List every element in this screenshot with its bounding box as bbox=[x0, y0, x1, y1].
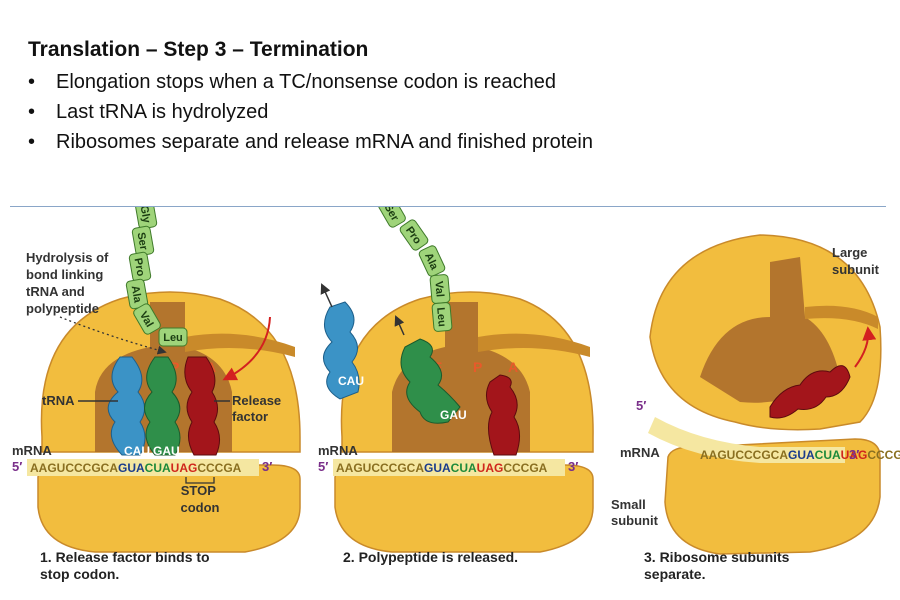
five-prime-label: 5′ bbox=[12, 459, 22, 474]
bullet-dot: • bbox=[28, 131, 36, 153]
five-prime-label: 5′ bbox=[318, 459, 328, 474]
release-factor-exit-arrow bbox=[854, 326, 877, 368]
mrna-label: mRNA bbox=[12, 443, 52, 458]
release-factor bbox=[184, 356, 220, 456]
svg-text:Ala: Ala bbox=[129, 285, 144, 305]
bullet-text: Last tRNA is hydrolyzed bbox=[56, 101, 269, 123]
release-factor-leaving bbox=[769, 365, 851, 419]
amino-acid: Pro bbox=[128, 251, 152, 283]
amino-acid: Leu bbox=[158, 327, 188, 347]
bullet-text: Ribosomes separate and release mRNA and … bbox=[56, 131, 593, 153]
amino-acid: Val bbox=[429, 274, 451, 304]
svg-text:Ser: Ser bbox=[135, 231, 150, 251]
amino-acid: Pro bbox=[399, 219, 429, 251]
mrna-strand bbox=[27, 459, 259, 476]
trna-exit-arrow bbox=[320, 283, 333, 308]
svg-text:Val: Val bbox=[432, 281, 445, 298]
release-factor bbox=[486, 374, 520, 456]
release-factor-label: Release factor bbox=[232, 393, 285, 424]
mrna-sequence: AAGUCCCGCAGUACUAUAGCCCGA bbox=[700, 448, 900, 462]
trna-green-leaving bbox=[400, 338, 461, 424]
caption-1: 1. Release factor binds to stop codon. bbox=[40, 549, 214, 582]
three-prime-label: 3′ bbox=[849, 447, 859, 462]
anticodon-cau: CAU bbox=[338, 374, 364, 388]
bullet-item: • Last tRNA is hydrolyzed bbox=[28, 97, 593, 127]
panel-3: 5′ mRNA AAGUCCCGCAGUACUAUAGCCCGA 3′ Larg… bbox=[611, 234, 900, 582]
caption-2: 2. Polypeptide is released. bbox=[343, 549, 518, 565]
ribosome-cavity bbox=[700, 257, 840, 403]
termination-figure: Gly Ser Pro Ala Val Leu bbox=[12, 207, 900, 582]
svg-text:Leu: Leu bbox=[434, 307, 448, 328]
site-p-label: P bbox=[473, 359, 482, 375]
slide-title: Translation – Step 3 – Termination bbox=[28, 38, 369, 61]
small-subunit-label: Small subunit bbox=[611, 497, 659, 528]
bullet-item: • Ribosomes separate and release mRNA and… bbox=[28, 127, 593, 157]
mrna-sequence: AAGUCCCGCAGUACUAUAGCCCGA bbox=[30, 461, 242, 475]
release-factor-arrow bbox=[222, 316, 271, 381]
large-subunit-label: Large subunit bbox=[832, 245, 880, 277]
hydrolysis-pointer bbox=[59, 316, 167, 355]
mrna-strand bbox=[333, 459, 565, 476]
amino-acid: Ala bbox=[418, 245, 446, 277]
trna-e-blue bbox=[107, 356, 146, 456]
mrna-label: mRNA bbox=[318, 443, 358, 458]
mrna-sequence: AAGUCCCGCAGUACUAUAGCCCGA bbox=[336, 461, 548, 475]
amino-acid: Ser bbox=[378, 207, 406, 228]
bullet-item: • Elongation stops when a TC/nonsense cod… bbox=[28, 67, 593, 97]
trna-blue-leaving bbox=[323, 301, 360, 400]
three-prime-label: 3′ bbox=[568, 459, 578, 474]
bullet-text: Elongation stops when a TC/nonsense codo… bbox=[56, 71, 556, 93]
amino-acid: Leu bbox=[431, 302, 453, 332]
svg-text:Leu: Leu bbox=[163, 332, 183, 344]
mrna-label: mRNA bbox=[620, 445, 660, 460]
figure-divider bbox=[10, 206, 886, 207]
site-p-label: P bbox=[170, 359, 179, 375]
svg-text:Pro: Pro bbox=[132, 257, 147, 277]
anticodon-cau: CAU bbox=[124, 444, 150, 458]
released-polypeptide: Ser Pro Ala Val Leu bbox=[378, 207, 453, 332]
hydrolysis-label: Hydrolysis of bond linking tRNA and poly… bbox=[26, 250, 112, 316]
three-prime-label: 3′ bbox=[262, 459, 272, 474]
anticodon-gau: GAU bbox=[440, 408, 467, 422]
five-prime-label: 5′ bbox=[636, 398, 646, 413]
trna-p-green bbox=[144, 356, 181, 456]
panel-1: Gly Ser Pro Ala Val Leu bbox=[12, 207, 301, 582]
panel-2: Ser Pro Ala Val Leu E P A CAU bbox=[318, 207, 594, 565]
stop-bracket bbox=[185, 477, 215, 484]
trna-label: tRNA bbox=[42, 393, 75, 408]
amino-acid: Ser bbox=[131, 225, 155, 257]
site-a-label: A bbox=[508, 359, 518, 375]
trna-exit-arrow bbox=[394, 315, 405, 336]
anticodon-gau: GAU bbox=[153, 444, 180, 458]
svg-text:Gly: Gly bbox=[138, 207, 153, 225]
stop-codon-label: STOP codon bbox=[181, 483, 220, 515]
bullet-dot: • bbox=[28, 71, 36, 93]
amino-acid: Val bbox=[133, 303, 161, 335]
bullet-list: • Elongation stops when a TC/nonsense cod… bbox=[28, 67, 593, 157]
caption-3: 3. Ribosome subunits separate. bbox=[644, 549, 793, 582]
amino-acid: Ala bbox=[125, 278, 149, 310]
small-subunit bbox=[37, 464, 301, 553]
mrna-strand bbox=[648, 417, 845, 463]
small-subunit bbox=[334, 464, 594, 553]
bullet-dot: • bbox=[28, 101, 36, 123]
polypeptide-chain: Gly Ser Pro Ala Val Leu bbox=[125, 207, 188, 347]
